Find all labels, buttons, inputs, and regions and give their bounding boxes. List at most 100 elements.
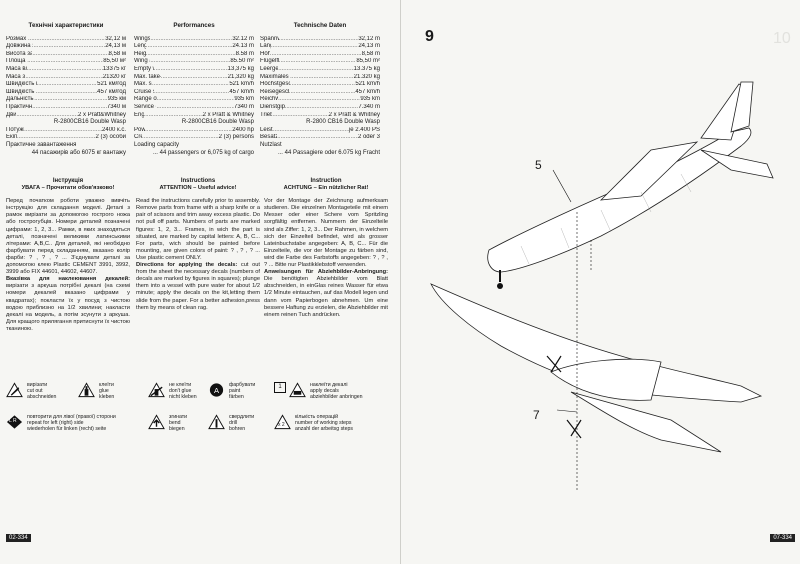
bleed-through-number: 10: [773, 30, 791, 47]
leader-dots: ........................................…: [153, 65, 228, 72]
spec-row: Maximales Startgewicht..................…: [260, 74, 380, 82]
spec-value: 521 км/год: [97, 81, 126, 88]
specs-ua-rows2: Потужність..............................…: [6, 127, 126, 142]
spec-value: 457 км/год: [97, 88, 126, 95]
spec-label: Маса власна: [6, 65, 27, 72]
spec-label: Wingspan: [134, 35, 151, 42]
spec-row: Triebwerke..............................…: [260, 112, 380, 120]
instructions-ua-body: Перед початком роботи уважно вивчіть інс…: [6, 198, 130, 276]
spec-label: Leistung: [260, 126, 273, 133]
spec-row: Länge...................................…: [260, 43, 380, 51]
decal-icon: [289, 382, 306, 398]
specs-en: Performances Wingspan...................…: [134, 22, 254, 157]
leader-dots: ........................................…: [272, 111, 328, 118]
spec-row: Reichweite..............................…: [260, 96, 380, 104]
callout-7: 7: [533, 408, 540, 422]
spec-value: 2400 к.с.: [102, 126, 126, 133]
leader-dots: ........................................…: [36, 81, 98, 88]
spec-value: 85,50 м²: [103, 58, 126, 65]
spec-row: Höchstgeschwindigkeit...................…: [260, 81, 380, 89]
left-page: Технічні характеристики Розмах крила....…: [0, 0, 398, 564]
spec-label: Service ceiling: [134, 103, 156, 110]
specs-de-cargo-value: ... 44 Passagiere oder 6.075 kg Fracht: [277, 149, 380, 156]
instructions-en-decals-body: cut out from the sheet the necessary dec…: [136, 262, 260, 311]
spec-value: 85.50 m²: [230, 58, 254, 65]
instructions-de: Instruction ACHTUNG – Ein nützlicher Rat…: [264, 178, 388, 319]
spec-row: Розмах крила............................…: [6, 36, 126, 44]
spec-label: Range of flight: [134, 96, 157, 103]
callout-leaders: [552, 169, 592, 490]
spec-row: Dienstgipfelhöhe........................…: [260, 104, 380, 112]
spec-value: 457 km/h: [229, 88, 254, 95]
spec-label: Besatzung: [260, 134, 278, 141]
paint-icon: A: [209, 383, 224, 397]
specs-de-rows2: Leistung................................…: [260, 127, 380, 142]
leader-dots: ........................................…: [28, 35, 105, 42]
spec-row: Spannweite..............................…: [260, 36, 380, 44]
spec-value: 2 (3) особи: [95, 134, 126, 141]
spec-value: 24,13 м: [105, 43, 126, 50]
drill-icon: [208, 414, 225, 430]
spec-value: 2 oder 3: [357, 134, 380, 141]
spec-row: Практична стеля.........................…: [6, 104, 126, 112]
leader-dots: ........................................…: [24, 126, 102, 133]
leader-dots: ........................................…: [153, 88, 229, 95]
instructions-en-decals-title: Directions for applying the decals:: [136, 262, 238, 269]
spec-label: Дальність польоту: [6, 96, 34, 103]
specs-ua-title: Технічні характеристики: [28, 22, 104, 29]
legend-repeat: L R повторити для лівої (правої) сторони…: [6, 414, 116, 432]
page-number-left: 02-334: [6, 534, 31, 542]
leader-dots: ........................................…: [27, 58, 103, 65]
spec-value: je 2.400 PS: [348, 126, 380, 133]
leader-dots: ........................................…: [143, 111, 203, 118]
spec-row: Швидкість максимальна...................…: [6, 81, 126, 89]
specs-de-engine: R-2800 CB16 Double Wasp: [306, 119, 380, 126]
specs-en-title: Performances: [173, 22, 215, 29]
instructions-de-decals-body: Die benötigten Abziehbilder vom Blatt ab…: [264, 276, 388, 318]
specs-en-rows: Wingspan................................…: [134, 36, 254, 120]
specs-en-cargo-value: ... 44 passengers or 6,075 kg of cargo: [152, 149, 254, 156]
leader-dots: ........................................…: [290, 73, 354, 80]
leader-dots: ........................................…: [277, 134, 358, 141]
spec-label: Flügelfläche: [260, 58, 279, 65]
spec-value: 24,13 m: [358, 43, 380, 50]
spec-label: Швидкість максимальна: [6, 81, 37, 88]
spec-label: Швидкість крейсерська: [6, 88, 36, 95]
spec-row: Швидкість крейсерська...................…: [6, 89, 126, 97]
callout-5: 5: [535, 158, 542, 172]
spec-label: Maximales Startgewicht: [260, 73, 290, 80]
specs-ua-rows: Розмах крила............................…: [6, 36, 126, 120]
leader-dots: ........................................…: [145, 43, 233, 50]
spec-row: Crew....................................…: [134, 134, 254, 142]
aircraft-upper: [487, 81, 774, 273]
step-number: 9: [425, 28, 434, 45]
spec-label: Max. speed: [134, 81, 152, 88]
instructions-ua-decals-title: Вказівка для наклеювання декалей:: [6, 276, 130, 283]
spec-label: Маса злітна: [6, 73, 26, 80]
spec-row: Wing area...............................…: [134, 58, 254, 66]
specs-ua-engine: R-2800CB16 Double Wasp: [53, 119, 126, 126]
landing-gear: [497, 270, 503, 289]
leader-dots: ........................................…: [272, 126, 349, 133]
spec-row: Engines.................................…: [134, 112, 254, 120]
instructions-en-title: Instructions: [180, 178, 216, 184]
spec-value: 521 km/h: [229, 81, 254, 88]
spec-label: Triebwerke: [260, 111, 273, 118]
spec-value: 32,12 m: [358, 35, 380, 42]
spec-label: Розмах крила: [6, 35, 28, 42]
spec-label: Engines: [134, 111, 144, 118]
spec-row: Service ceiling.........................…: [134, 104, 254, 112]
specs-de-rows: Spannweite..............................…: [260, 36, 380, 120]
leader-dots: ........................................…: [278, 58, 357, 65]
leader-dots: ........................................…: [270, 43, 358, 50]
spec-value: 457 km/h: [355, 88, 380, 95]
leader-dots: ........................................…: [150, 35, 233, 42]
spec-value: 7340 m: [233, 103, 254, 110]
spec-value: 2400 hp: [232, 126, 254, 133]
specs-de-cargo-label: Nutzlast: [260, 141, 282, 148]
spec-value: 8,58 м: [108, 50, 126, 57]
spec-row: Екіпаж..................................…: [6, 134, 126, 142]
